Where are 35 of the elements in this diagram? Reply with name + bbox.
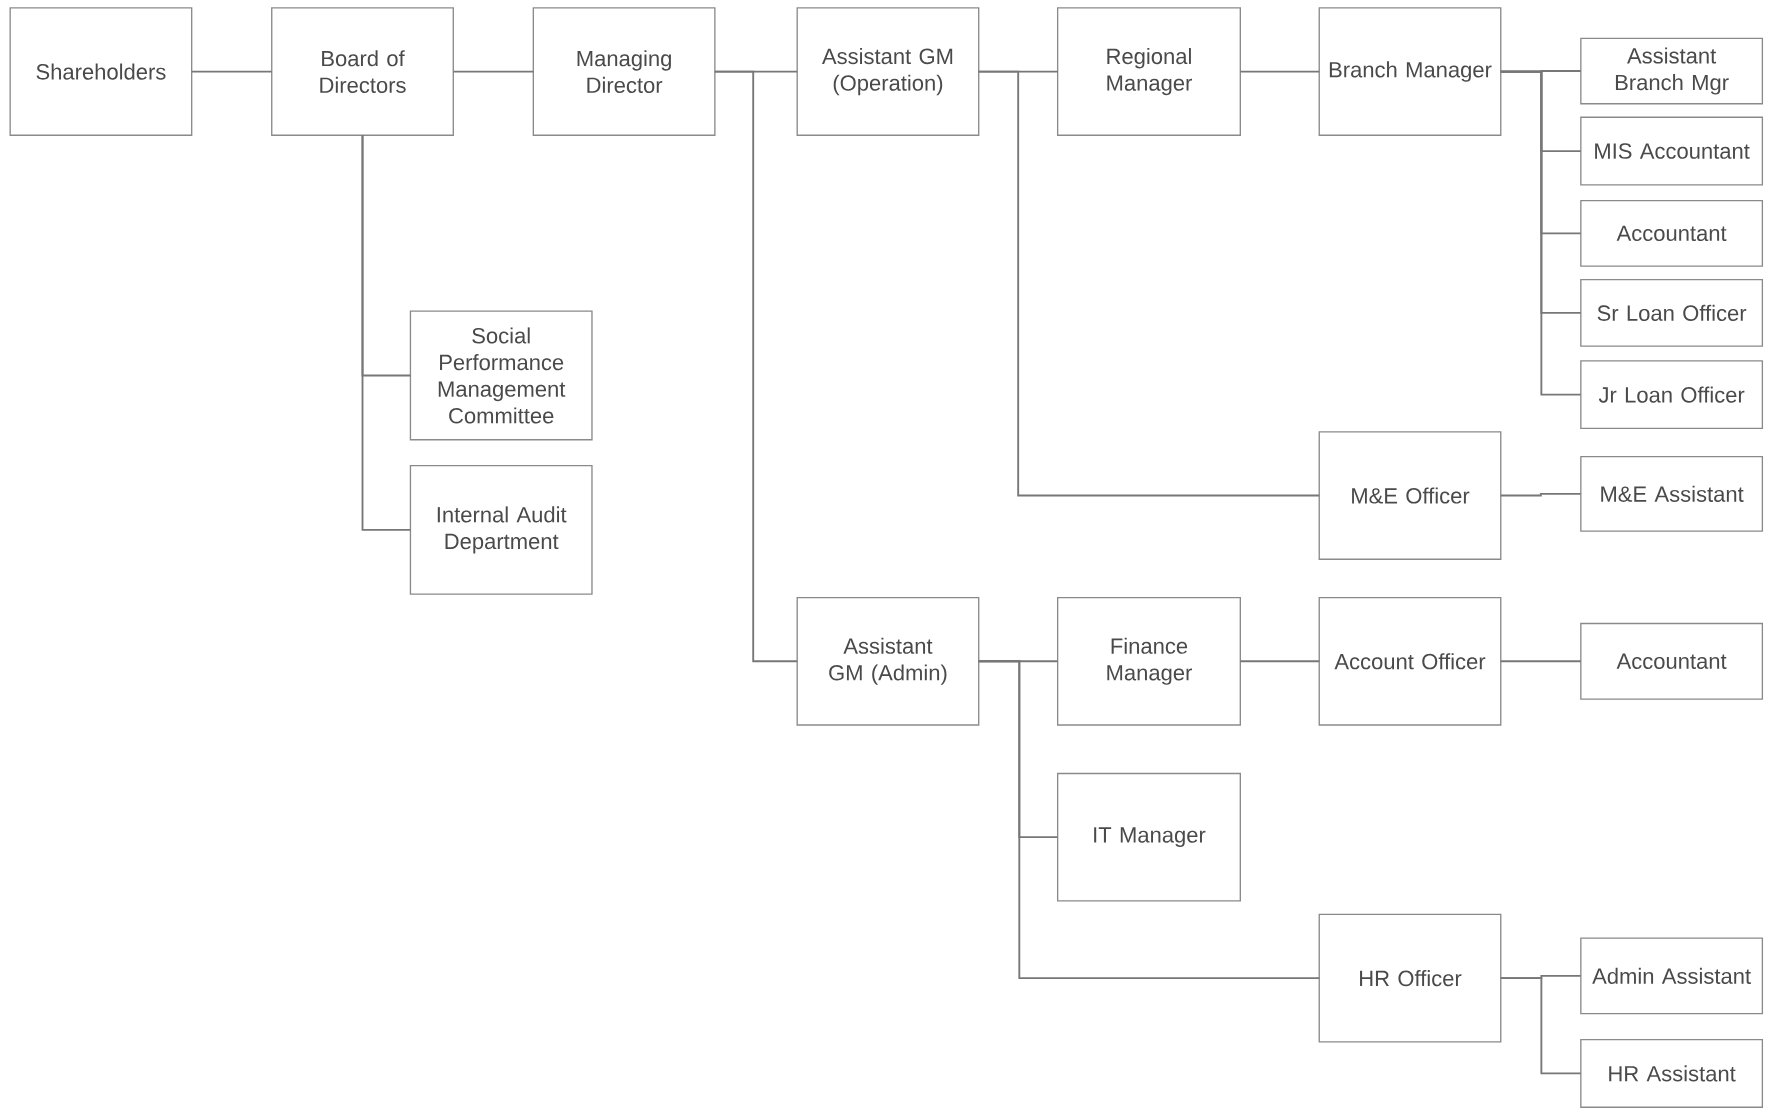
org-box: Admin Assistant [1580,937,1764,1015]
org-box: Jr Loan Officer [1580,360,1764,430]
connector-line [361,134,412,531]
org-box: Assistant GM (Admin) [796,596,980,726]
connector-line [1239,70,1321,73]
org-box: Internal Audit Department [409,465,593,595]
connector-line [977,660,1321,980]
org-box: Managing Director [532,7,716,136]
org-box: M&E Assistant [1580,455,1764,532]
connector-line [1499,492,1582,497]
org-box: Social Performance Management Committee [409,310,593,441]
org-box: Accountant [1580,622,1764,700]
org-box: HR Assistant [1580,1038,1764,1108]
org-box: Assistant Branch Mgr [1580,37,1764,105]
connector-line [1499,977,1582,1075]
org-box: Branch Manager [1318,7,1502,136]
org-box: M&E Officer [1318,431,1502,560]
connector-line [977,70,1321,497]
org-box: Shareholders [9,7,193,136]
org-box: Account Officer [1318,596,1502,726]
org-box: Sr Loan Officer [1580,278,1764,347]
connector-line [713,70,799,663]
org-box: IT Manager [1057,772,1241,902]
org-box: MIS Accountant [1580,116,1764,186]
org-box: HR Officer [1318,913,1502,1043]
connector-line [1499,70,1582,396]
org-box: Assistant GM (Operation) [796,7,980,136]
org-box: Accountant [1580,200,1764,267]
org-box: Board of Directors [271,7,454,136]
org-box: Finance Manager [1057,596,1241,726]
connector-line [452,70,535,73]
org-box: Regional Manager [1057,7,1241,136]
connector-line [190,70,273,73]
connector-line [1239,660,1321,663]
connector-line [1499,660,1582,663]
